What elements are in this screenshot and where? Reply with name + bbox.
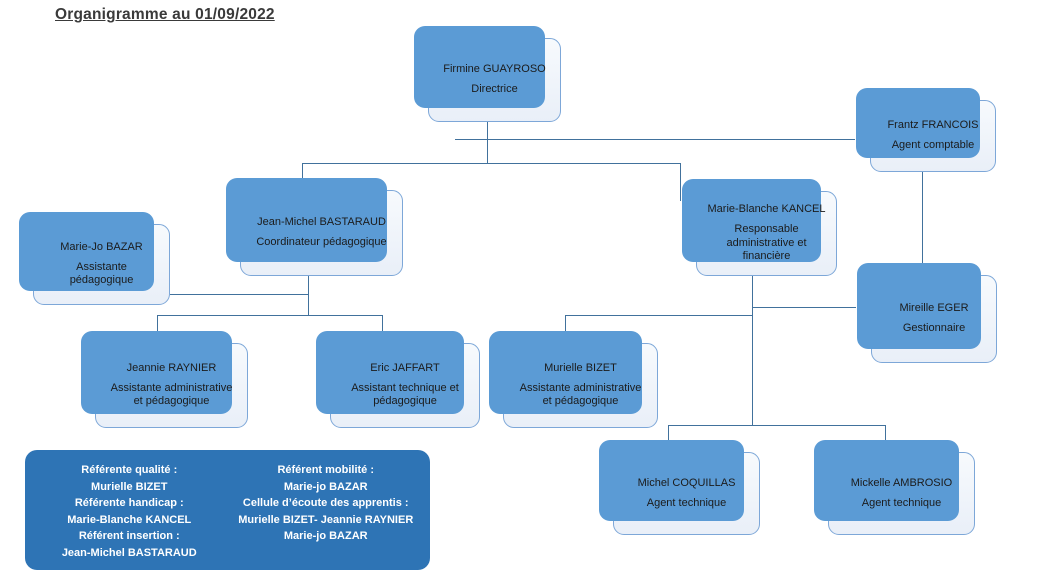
connector-line [680, 163, 681, 201]
connector-line [922, 172, 923, 263]
connector-line [565, 315, 752, 316]
connector-line [565, 315, 566, 331]
connector-line [302, 163, 680, 164]
person-role: Gestionnaire [902, 322, 966, 334]
person-role: Coordinateur pédagogique [256, 236, 387, 248]
legend-line: Référente handicap : [74, 497, 184, 509]
person-role: Directrice [471, 83, 518, 95]
org-node-agent-technique-2: Mickelle AMBROSIO Agent technique [814, 440, 975, 535]
person-name: Frantz FRANCOIS [887, 119, 979, 132]
person-name: Marie-Jo BAZAR [60, 240, 143, 253]
person-role: Agent technique [646, 496, 727, 509]
legend-line: Marie-Blanche KANCEL [67, 513, 192, 526]
connector-line [302, 163, 303, 179]
connector-line [668, 425, 885, 426]
legend-right-column: Référent mobilité : Marie-jo BAZAR Cellu… [228, 462, 425, 564]
legend-line: Cellule d’écoute des apprentis : [242, 497, 409, 509]
person-role: Agent comptable [891, 139, 975, 151]
org-node-coordinateur: Jean-Michel BASTARAUD Coordinateur pédag… [226, 178, 403, 276]
person-role: Assistant technique et pédagogique [351, 381, 459, 408]
connector-line [157, 315, 158, 331]
person-name: Firmine GUAYROSO [443, 63, 546, 76]
person-name: Mireille EGER [899, 302, 969, 315]
legend-line: Marie-jo BAZAR [283, 530, 368, 542]
person-role: Assistante administrative et pédagogique [519, 381, 642, 408]
legend-line: Référent mobilité : [277, 464, 375, 476]
person-name: Eric JAFFART [370, 361, 440, 374]
person-role: Assistante administrative et pédagogique [110, 381, 233, 408]
org-node-directrice: Firmine GUAYROSO Directrice [414, 26, 561, 122]
legend-line: Murielle BIZET- Jeannie RAYNIER [238, 513, 414, 526]
connector-line [487, 122, 488, 163]
connector-line [308, 276, 309, 315]
legend-line: Jean-Michel BASTARAUD [61, 546, 197, 559]
legend-left-column: Référente qualité : Murielle BIZET Référ… [31, 462, 228, 564]
org-node-responsable-admin: Marie-Blanche KANCEL Responsable adminis… [682, 179, 837, 276]
org-node-assistant-technique: Eric JAFFART Assistant technique et péda… [316, 331, 480, 428]
connector-line [455, 139, 855, 140]
legend-line: Référente qualité : [81, 464, 178, 476]
connector-line [752, 307, 856, 308]
person-name: Murielle BIZET [544, 361, 617, 374]
person-role: Responsable administrative et financière [726, 222, 807, 263]
person-role: Agent technique [861, 496, 942, 509]
legend-line: Murielle BIZET [91, 480, 168, 493]
person-name: Jeannie RAYNIER [126, 361, 217, 374]
connector-line [885, 425, 886, 440]
page-title: Organigramme au 01/09/2022 [55, 6, 275, 23]
connector-line [752, 276, 753, 425]
connector-line [170, 294, 308, 295]
person-role: Assistante pédagogique [69, 260, 134, 287]
org-node-assistante-pedagogique: Marie-Jo BAZAR Assistante pédagogique [19, 212, 170, 305]
referents-legend-panel: Référente qualité : Murielle BIZET Référ… [25, 450, 430, 570]
org-node-assistante-admin-2: Murielle BIZET Assistante administrative… [489, 331, 658, 428]
person-name: Michel COQUILLAS [637, 476, 736, 489]
org-node-assistante-admin-1: Jeannie RAYNIER Assistante administrativ… [81, 331, 248, 428]
org-node-gestionnaire: Mireille EGER Gestionnaire [857, 263, 997, 363]
legend-line: Marie-jo BAZAR [283, 480, 368, 493]
connector-line [668, 425, 669, 440]
connector-line [157, 315, 382, 316]
person-name: Marie-Blanche KANCEL [707, 203, 826, 215]
legend-line: Référent insertion : [78, 530, 180, 542]
person-name: Jean-Michel BASTARAUD [257, 216, 386, 229]
person-name: Mickelle AMBROSIO [850, 476, 953, 489]
connector-line [382, 315, 383, 331]
org-node-agent-technique-1: Michel COQUILLAS Agent technique [599, 440, 760, 535]
org-node-agent-comptable: Frantz FRANCOIS Agent comptable [856, 88, 996, 172]
